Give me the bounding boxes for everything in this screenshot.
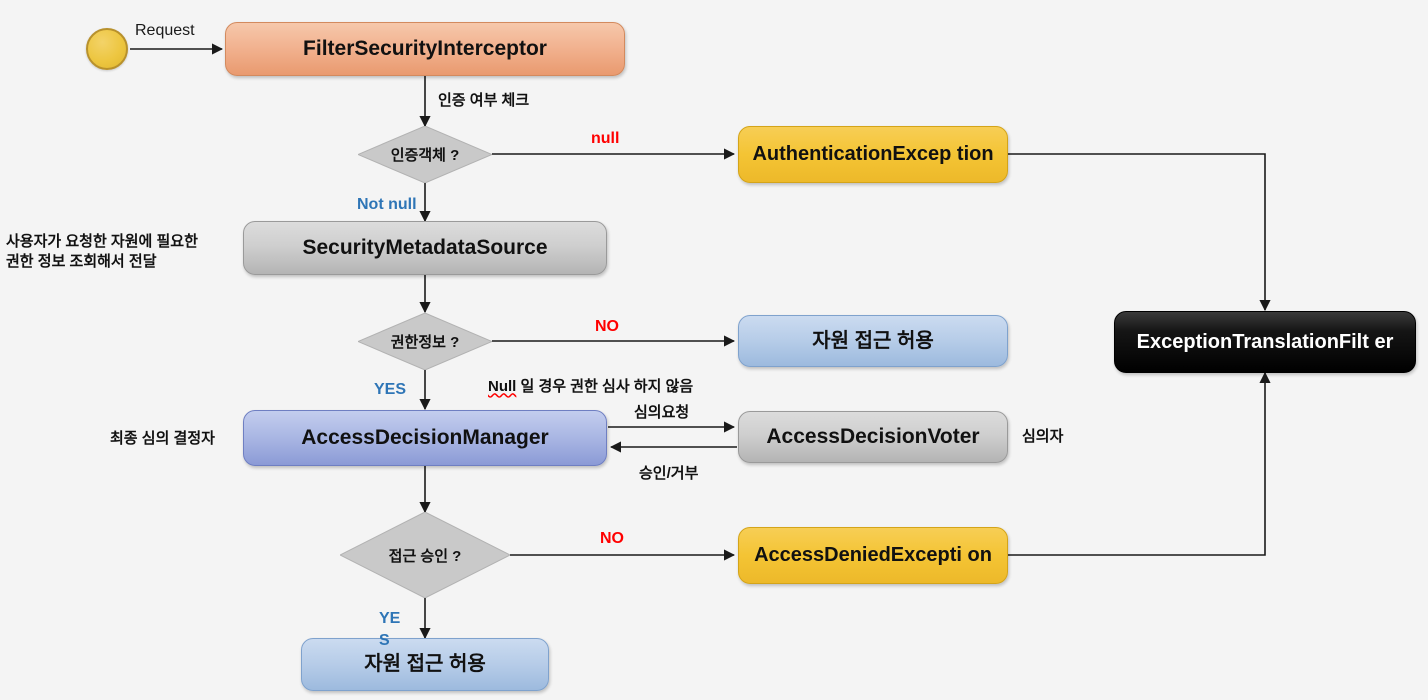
edge-label-auth-check: 인증 여부 체크: [438, 92, 530, 109]
node-security-metadata-source[interactable]: SecurityMetadataSource: [243, 221, 607, 275]
node-authentication-exception[interactable]: AuthenticationExcep tion: [738, 126, 1008, 183]
annotation-metadata-source-note: 사용자가 요청한 자원에 필요한 권한 정보 조회해서 전달: [6, 233, 198, 271]
decision-authority-info-label: 권한정보 ?: [390, 334, 460, 351]
decision-access-granted[interactable]: 접근 승인 ?: [340, 512, 510, 598]
annotation-reviewer: 심의자: [1022, 428, 1064, 445]
edge-label-review-request: 심의요청: [634, 404, 690, 421]
node-resource-access-allowed-top[interactable]: 자원 접근 허용: [738, 315, 1008, 367]
node-exception-translation-filter[interactable]: ExceptionTranslationFilt er: [1114, 311, 1416, 373]
diamond-shape: [358, 126, 492, 183]
edge-auth-exception-to-translation-filter: [1008, 153, 1271, 312]
edge-label-authority-yes: YES: [374, 381, 407, 398]
diamond-shape: [340, 512, 510, 598]
decision-auth-object-label: 인증객체 ?: [390, 147, 460, 164]
diamond-shape: [358, 313, 492, 370]
decision-access-granted-label: 접근 승인 ?: [388, 547, 462, 565]
node-access-decision-voter[interactable]: AccessDecisionVoter: [738, 411, 1008, 463]
node-access-decision-manager[interactable]: AccessDecisionManager: [243, 410, 607, 466]
annotation-null-note: Null 일 경우 권한 심사 하지 않음: [488, 357, 693, 398]
node-resource-access-allowed-bottom[interactable]: 자원 접근 허용: [301, 638, 549, 691]
edge-label-approve-or-deny: 승인/거부: [639, 465, 699, 482]
edge-label-not-null: Not null: [357, 196, 417, 213]
node-access-denied-exception[interactable]: AccessDeniedExcepti on: [738, 527, 1008, 584]
edge-access-denied-to-translation-filter: [1008, 371, 1271, 556]
edge-label-request: Request: [135, 22, 195, 39]
edge-label-null: null: [591, 130, 620, 147]
edge-label-access-no: NO: [600, 530, 624, 547]
annotation-final-decider: 최종 심의 결정자: [110, 430, 215, 447]
edge-label-authority-no: NO: [595, 318, 619, 335]
node-filter-security-interceptor[interactable]: FilterSecurityInterceptor: [225, 22, 625, 76]
edge-label-access-yes: YES: [379, 610, 401, 649]
decision-authority-info[interactable]: 권한정보 ?: [358, 313, 492, 370]
annotation-null-rest: 일 경우 권한 심사 하지 않음: [516, 378, 694, 396]
decision-auth-object[interactable]: 인증객체 ?: [358, 126, 492, 183]
start-node[interactable]: [86, 28, 128, 70]
annotation-null-keyword: Null: [488, 378, 517, 396]
